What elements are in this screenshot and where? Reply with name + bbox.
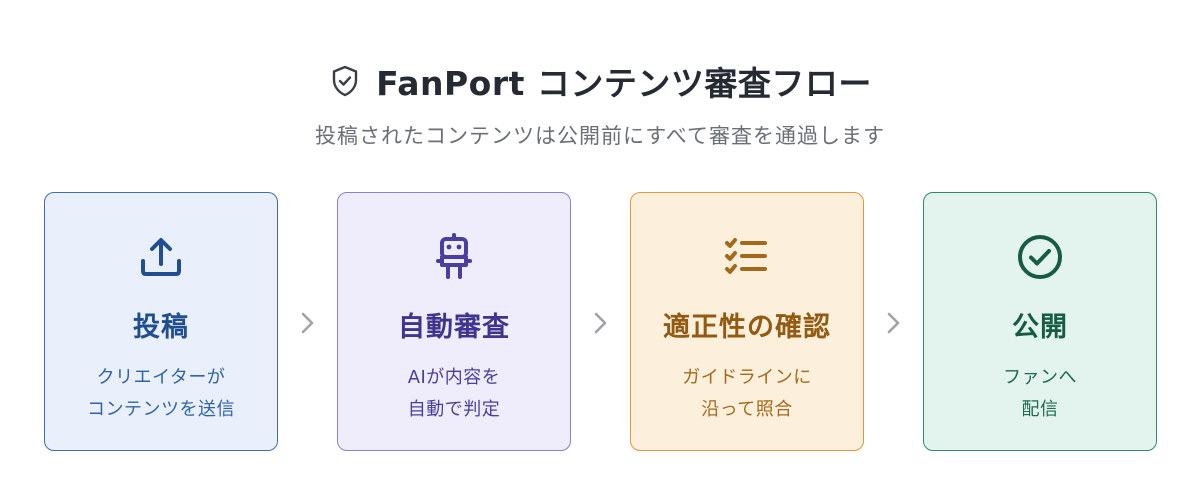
step-card-auto-review: 自動審査 AIが内容を 自動で判定 <box>337 192 571 451</box>
upload-icon <box>141 238 181 276</box>
step-description-line: 自動で判定 <box>407 399 501 420</box>
step-description-line: ファンへ <box>1003 367 1077 388</box>
step-description: ファンへ 配信 <box>1003 362 1077 426</box>
chevron-right-icon <box>301 312 314 334</box>
check-circle-icon <box>1018 235 1062 279</box>
step-description-line: ガイドラインに <box>682 367 812 388</box>
step-description: ガイドラインに 沿って照合 <box>682 362 812 426</box>
step-description: クリエイターが コンテンツを送信 <box>87 362 235 426</box>
step-title: 自動審査 <box>398 312 510 343</box>
chevron-right-icon <box>594 312 607 334</box>
step-card-publish: 公開 ファンへ 配信 <box>923 192 1157 451</box>
step-description-line: コンテンツを送信 <box>87 399 235 420</box>
step-title: 公開 <box>1012 312 1068 343</box>
step-title: 適正性の確認 <box>663 312 831 343</box>
step-description-line: 沿って照合 <box>701 399 793 420</box>
page-subtitle: 投稿されたコンテンツは公開前にすべて審査を通過します <box>315 124 885 148</box>
step-description-line: 配信 <box>1021 399 1059 420</box>
step-description: AIが内容を 自動で判定 <box>408 362 501 426</box>
step-description-line: クリエイターが <box>96 367 226 388</box>
chevron-right-icon <box>887 312 900 334</box>
shield-check-icon <box>332 65 358 97</box>
checklist-icon <box>725 238 767 274</box>
step-card-post: 投稿 クリエイターが コンテンツを送信 <box>44 192 278 451</box>
robot-icon <box>436 233 472 279</box>
step-card-compliance-check: 適正性の確認 ガイドラインに 沿って照合 <box>630 192 864 451</box>
step-description-line: AIが内容を <box>407 367 501 388</box>
page-title: FanPort コンテンツ審査フロー <box>376 64 872 103</box>
step-title: 投稿 <box>133 312 189 343</box>
title-row: FanPort コンテンツ審査フロー <box>0 58 1200 104</box>
